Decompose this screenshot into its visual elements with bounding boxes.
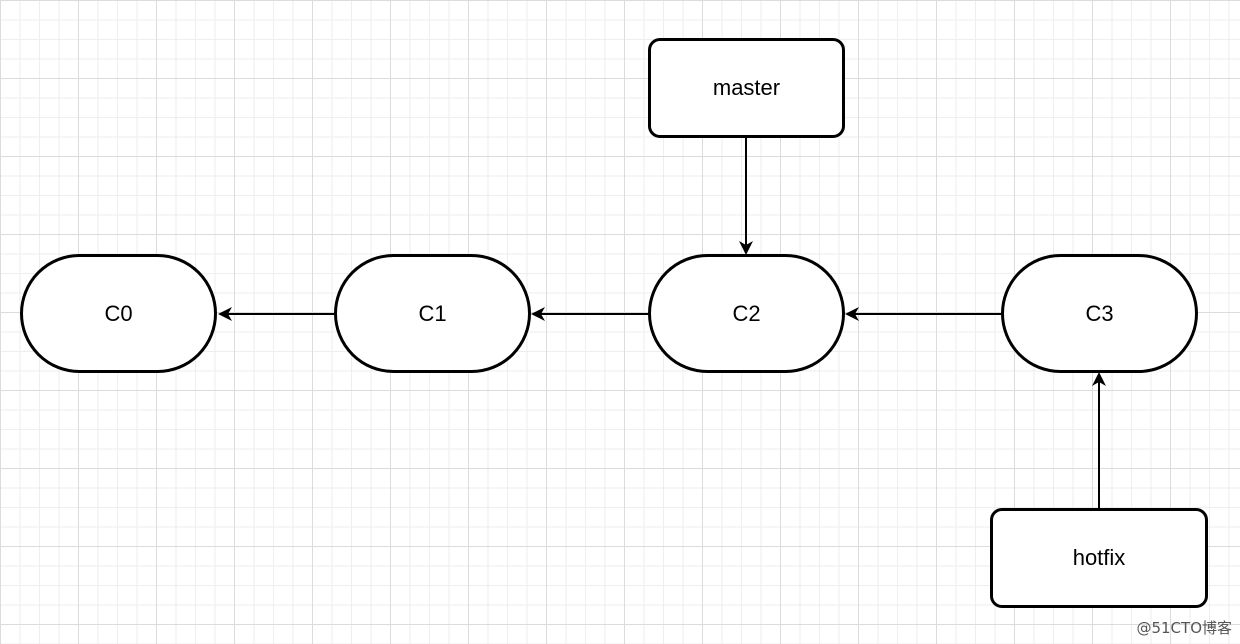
commit-node-c3[interactable]: C3: [1001, 254, 1198, 373]
branch-label-hotfix: hotfix: [1072, 545, 1126, 570]
branch-node-hotfix[interactable]: hotfix: [990, 508, 1208, 608]
branch-label-master: master: [712, 75, 781, 100]
branch-node-master[interactable]: master: [648, 38, 845, 138]
commit-label-c0: C0: [104, 300, 133, 326]
commit-label-c2: C2: [732, 300, 761, 326]
commit-node-c1[interactable]: C1: [334, 254, 531, 373]
commit-node-c2[interactable]: C2: [648, 254, 845, 373]
commit-node-c0[interactable]: C0: [20, 254, 217, 373]
commit-label-c3: C3: [1085, 300, 1114, 326]
commit-label-c1: C1: [418, 300, 447, 326]
watermark: @51CTO博客: [1136, 619, 1232, 637]
